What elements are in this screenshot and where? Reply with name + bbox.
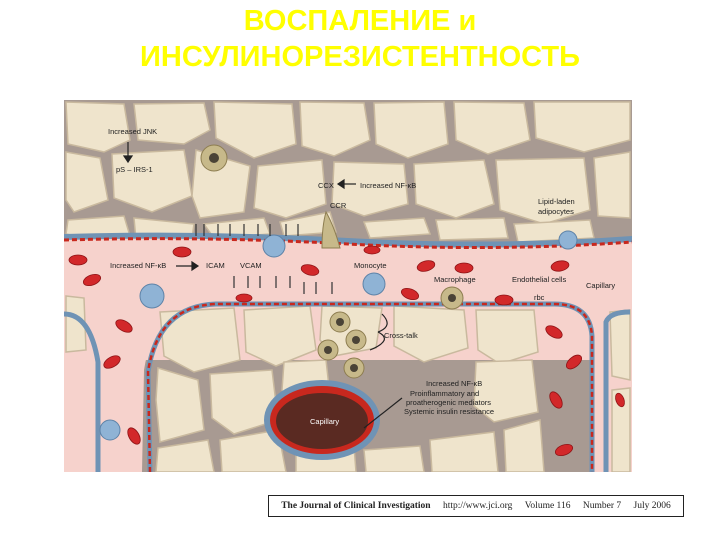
vessel-wall-left [64, 311, 101, 472]
title-line-1: ВОСПАЛЕНИЕ и [243, 5, 477, 37]
label-ps-irs: pS – IRS-1 [116, 165, 153, 174]
label-increased-nfkb-bottom: Increased NF-κB [426, 379, 482, 388]
label-ccr: CCR [330, 201, 347, 210]
label-macrophage: Macrophage [434, 275, 476, 284]
label-systemic: Systemic insulin resistance [404, 407, 494, 416]
label-monocyte: Monocyte [354, 261, 387, 270]
journal-number: Number 7 [582, 501, 622, 511]
macrophages [200, 144, 464, 379]
label-proinflammatory-1: Proinflammatory and [410, 389, 479, 398]
label-icam: ICAM [206, 261, 225, 270]
label-ccx: CCX [318, 181, 334, 190]
capillary-lumen [276, 393, 368, 449]
vessel-wall-right [603, 309, 631, 472]
label-capillary-center: Capillary [310, 417, 339, 426]
label-cross-talk: Cross-talk [384, 331, 418, 340]
adhesion-molecules [195, 224, 333, 294]
citation-footer: The Journal of Clinical Investigation ht… [268, 495, 684, 517]
label-proinflammatory-2: proatherogenic mediators [406, 398, 491, 407]
journal-volume: Volume 116 [524, 501, 571, 511]
red-blood-cells [68, 245, 625, 457]
label-increased-jnk: Increased JNK [108, 127, 157, 136]
label-capillary-right: Capillary [586, 281, 615, 290]
label-rbc: rbc [534, 293, 545, 302]
inflammation-diagram: Increased JNK pS – IRS-1 CCX Increased N… [64, 100, 632, 472]
vessel-lumen-lower [64, 280, 632, 472]
label-endothelial: Endothelial cells [512, 275, 566, 284]
label-vcam: VCAM [240, 261, 262, 270]
journal-date: July 2006 [633, 501, 671, 511]
monocytes [99, 230, 578, 441]
label-lipid-laden-1: Lipid-laden [538, 197, 575, 206]
label-increased-nfkb-left: Increased NF-κB [110, 261, 166, 270]
vessel-wall-lower [145, 301, 595, 472]
label-increased-nfkb-top: Increased NF-κB [360, 181, 416, 190]
arrows [122, 142, 403, 429]
journal-url: http://www.jci.org [442, 501, 513, 511]
title-line-2: ИНСУЛИНОРЕЗИСТЕНТНОСТЬ [140, 41, 580, 73]
label-lipid-laden-2: adipocytes [538, 207, 574, 216]
endothelium-upper [64, 237, 632, 250]
journal-name: The Journal of Clinical Investigation [281, 501, 431, 511]
